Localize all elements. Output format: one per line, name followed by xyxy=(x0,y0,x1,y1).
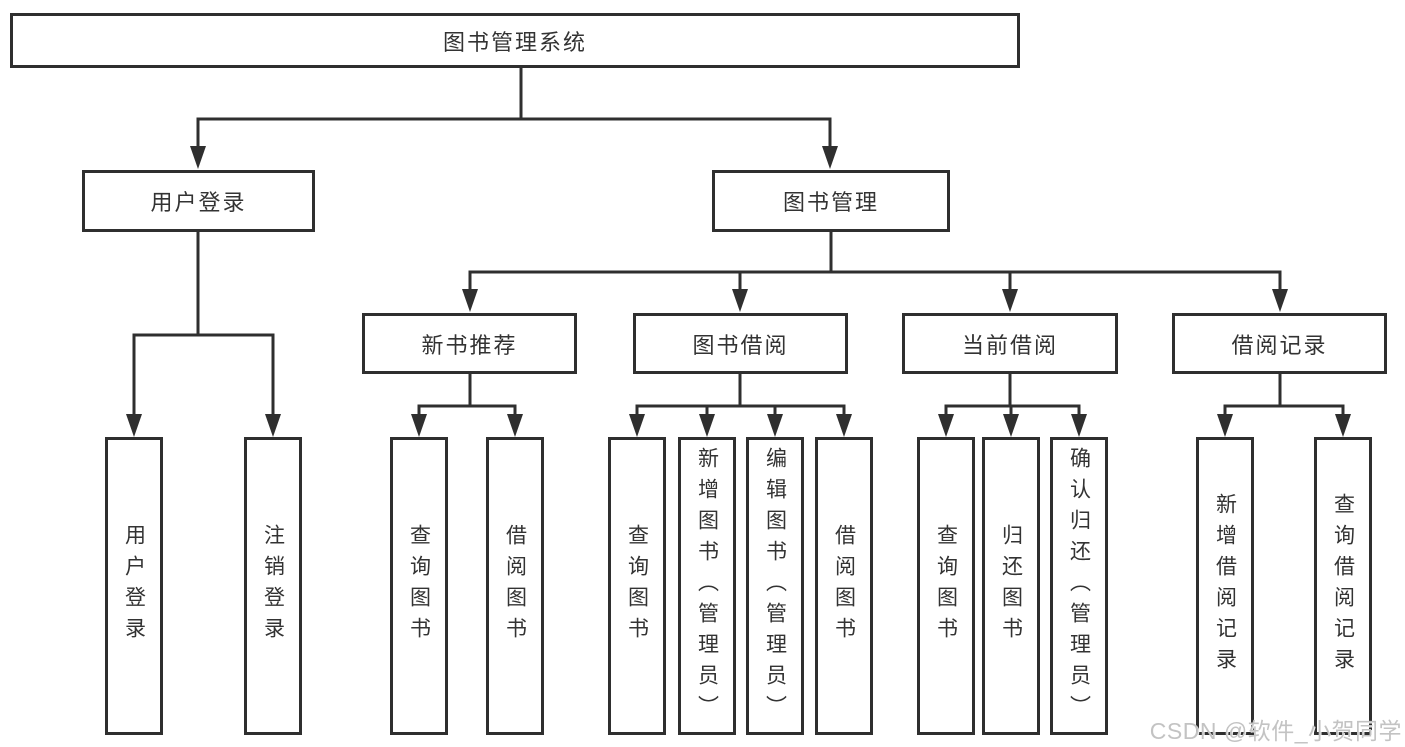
arrowhead-icon xyxy=(265,414,281,437)
leaf-add-borrow-record-label: 新增借阅记录 xyxy=(1213,493,1237,679)
arrowhead-icon xyxy=(126,414,142,437)
leaf-return-books-label: 归还图书 xyxy=(999,524,1023,648)
node-book-management: 图书管理 xyxy=(712,170,950,232)
leaf-return-books: 归还图书 xyxy=(982,437,1040,735)
leaf-query-books-borrowing: 查询图书 xyxy=(608,437,666,735)
arrowhead-icon xyxy=(699,414,715,437)
leaf-borrow-books-recommend-label: 借阅图书 xyxy=(503,524,527,648)
arrowhead-icon xyxy=(1002,289,1018,312)
leaf-confirm-return-admin: 确认归还（管理员） xyxy=(1050,437,1108,735)
arrowhead-icon xyxy=(1003,414,1019,437)
arrowhead-icon xyxy=(507,414,523,437)
leaf-edit-books-admin: 编辑图书（管理员） xyxy=(746,437,804,735)
node-user-login: 用户登录 xyxy=(82,170,315,232)
leaf-borrow-books-recommend: 借阅图书 xyxy=(486,437,544,735)
node-user-login-label: 用户登录 xyxy=(150,190,247,215)
leaf-logout: 注销登录 xyxy=(244,437,302,735)
arrowhead-icon xyxy=(190,146,206,169)
node-root: 图书管理系统 xyxy=(10,13,1020,68)
arrowhead-icon xyxy=(411,414,427,437)
arrowhead-icon xyxy=(938,414,954,437)
node-book-management-label: 图书管理 xyxy=(782,190,879,215)
arrowhead-icon xyxy=(1272,289,1288,312)
node-current-borrowing-label: 当前借阅 xyxy=(961,332,1058,358)
node-new-book-recommendation: 新书推荐 xyxy=(362,313,577,374)
node-root-label: 图书管理系统 xyxy=(442,29,587,55)
arrowhead-icon xyxy=(767,414,783,437)
leaf-query-books-current: 查询图书 xyxy=(917,437,975,735)
leaf-add-borrow-record: 新增借阅记录 xyxy=(1196,437,1254,735)
leaf-add-books-admin-label: 新增图书（管理员） xyxy=(695,446,719,726)
leaf-borrow-books: 借阅图书 xyxy=(815,437,873,735)
arrowhead-icon xyxy=(462,289,478,312)
leaf-query-books-recommend-label: 查询图书 xyxy=(407,524,431,648)
leaf-confirm-return-admin-label: 确认归还（管理员） xyxy=(1067,446,1091,726)
node-borrowing-records: 借阅记录 xyxy=(1172,313,1387,374)
leaf-edit-books-admin-label: 编辑图书（管理员） xyxy=(763,446,787,726)
node-book-borrowing-label: 图书借阅 xyxy=(692,332,789,358)
leaf-add-books-admin: 新增图书（管理员） xyxy=(678,437,736,735)
arrowhead-icon xyxy=(836,414,852,437)
leaf-logout-label: 注销登录 xyxy=(261,524,285,648)
leaf-query-books-recommend: 查询图书 xyxy=(390,437,448,735)
csdn-watermark: CSDN @软件_小贺同学 xyxy=(1149,718,1402,744)
node-current-borrowing: 当前借阅 xyxy=(902,313,1118,374)
leaf-user-login: 用户登录 xyxy=(105,437,163,735)
leaf-query-books-current-label: 查询图书 xyxy=(934,524,958,648)
leaf-user-login-label: 用户登录 xyxy=(122,524,146,648)
node-book-borrowing: 图书借阅 xyxy=(633,313,848,374)
arrowhead-icon xyxy=(1071,414,1087,437)
leaf-query-borrow-record: 查询借阅记录 xyxy=(1314,437,1372,735)
leaf-borrow-books-label: 借阅图书 xyxy=(832,524,856,648)
node-borrowing-records-label: 借阅记录 xyxy=(1231,332,1328,358)
leaf-query-books-borrowing-label: 查询图书 xyxy=(625,524,649,648)
arrowhead-icon xyxy=(1217,414,1233,437)
arrowhead-icon xyxy=(1335,414,1351,437)
arrowhead-icon xyxy=(629,414,645,437)
leaf-query-borrow-record-label: 查询借阅记录 xyxy=(1331,493,1355,679)
arrowhead-icon xyxy=(732,289,748,312)
node-new-book-recommendation-label: 新书推荐 xyxy=(421,332,518,358)
arrowhead-icon xyxy=(822,146,838,169)
